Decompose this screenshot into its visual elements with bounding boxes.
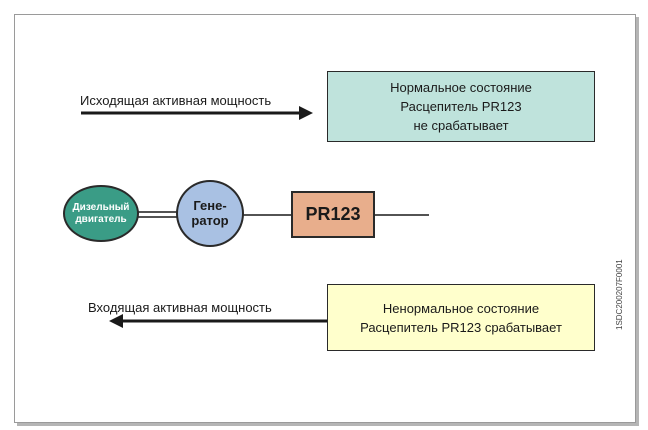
normal-state-box: Нормальное состояние Расцепитель PR123 н… — [327, 71, 595, 142]
engine-label-line-2: двигатель — [75, 213, 127, 225]
normal-state-line-2: Расцепитель PR123 — [400, 99, 522, 114]
generator-node: Гене- ратор — [176, 180, 244, 247]
diagram-lines — [81, 106, 429, 328]
incoming-arrow-head — [109, 314, 123, 328]
incoming-power-label: Входящая активная мощность — [88, 300, 272, 315]
abnormal-state-box: Ненормальное состояние Расцепитель PR123… — [327, 284, 595, 351]
generator-label-line-1: Гене- — [193, 197, 227, 213]
engine-label-line-1: Дизельный — [72, 202, 130, 213]
abnormal-state-line-1: Ненормальное состояние — [382, 300, 540, 316]
generator-label-line-2: ратор — [191, 212, 229, 228]
normal-state-line-3: не срабатывает — [413, 118, 509, 133]
diesel-engine-node: Дизельный двигатель — [63, 185, 139, 242]
outgoing-power-label: Исходящая активная мощность — [80, 93, 272, 108]
relay-pr123-node: PR123 — [291, 191, 375, 238]
normal-state-line-1: Нормальное состояние — [390, 80, 532, 95]
abnormal-state-line-2: Расцепитель PR123 срабатывает — [360, 319, 562, 335]
figure-code: 1SDC200207F0001 — [615, 259, 624, 330]
outgoing-arrow-head — [299, 106, 313, 120]
